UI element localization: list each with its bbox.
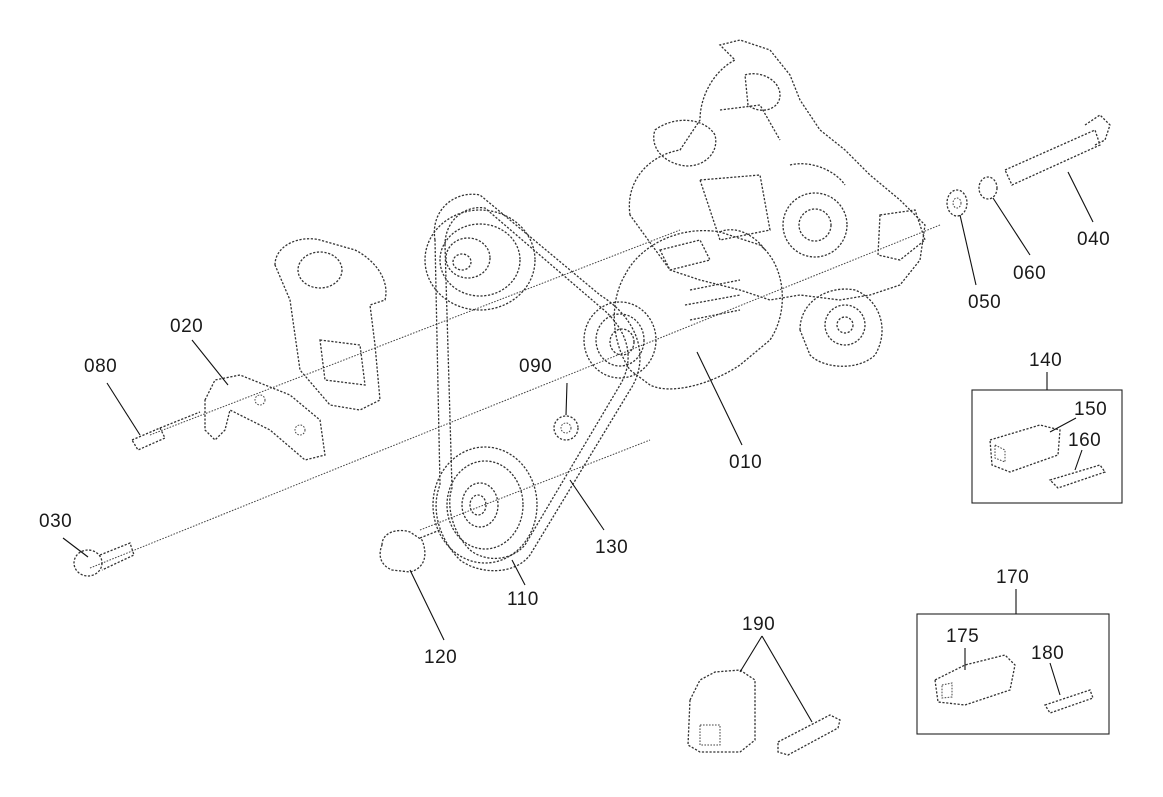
terminal-190-drawing [777,714,841,756]
part-label-130: 130 [595,537,629,558]
part-label-190: 190 [742,614,776,635]
part-label-050: 050 [968,292,1002,313]
part-label-175: 175 [946,626,980,647]
part-label-010: 010 [729,452,763,473]
bolt-040-hardware-drawing [946,114,1111,217]
bolt-080-drawing [131,411,201,451]
part-label-110: 110 [507,589,539,610]
part-label-090: 090 [519,356,553,377]
kit-box-170 [916,613,1110,735]
engine-block-drawing [628,39,926,301]
part-label-140: 140 [1029,350,1063,371]
upper-pulley-drawing [424,209,536,311]
bolt-120-drawing [379,529,441,573]
v-belt-drawing [433,193,641,572]
part-label-180: 180 [1031,643,1065,664]
leader-lines [62,171,1094,723]
part-label-160: 160 [1068,430,1102,451]
part-label-080: 080 [84,356,118,377]
lower-pulley-drawing [432,446,538,564]
terminal-180-drawing [1044,689,1094,714]
bolt-030-drawing [73,542,135,577]
part-label-150: 150 [1074,399,1108,420]
bracket-drawing [204,238,387,461]
part-label-020: 020 [170,316,204,337]
alternator-drawing [583,229,783,390]
nut-090-drawing [553,415,579,441]
crank-pulley-drawing [799,288,883,367]
connector-150-drawing [989,424,1061,473]
part-label-030: 030 [39,511,73,532]
part-label-170: 170 [996,567,1030,588]
connector-190-drawing [687,669,756,753]
assembly-axis-lines [89,224,941,569]
connector-175-drawing [934,654,1016,706]
terminal-160-drawing [1048,464,1107,489]
part-label-120: 120 [424,647,458,668]
part-label-040: 040 [1077,229,1111,250]
part-label-060: 060 [1013,263,1047,284]
